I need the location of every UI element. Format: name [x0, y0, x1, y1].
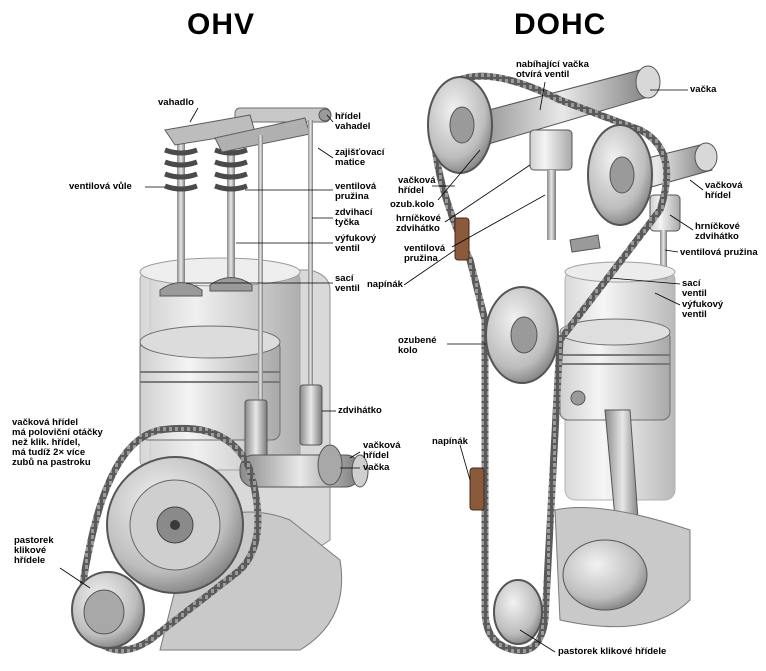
label-pastorek-dohc: pastorek klikové hřídele — [558, 646, 667, 657]
dohc-cam-gear-left — [427, 76, 493, 174]
dohc-piston — [559, 318, 671, 421]
dohc-tensioner-bottom — [469, 467, 485, 511]
label-saci-ventil-dohc: sací ventil — [682, 278, 707, 299]
dohc-tensioner-top — [454, 217, 470, 261]
ohv-engine — [71, 107, 369, 654]
dohc-intermediate-gear — [485, 286, 559, 384]
ohv-crank-sprocket — [71, 571, 145, 649]
label-ventilova-pruzina-right: ventilová pružina — [680, 247, 758, 258]
label-zajistovaci-matice: zajišťovací matice — [335, 147, 385, 168]
ohv-springs — [164, 147, 248, 192]
ohv-valves — [159, 140, 253, 297]
label-saci-ventil-ohv: sací ventil — [335, 273, 360, 294]
label-vyfukovy-ventil-ohv: výfukový ventil — [335, 233, 377, 254]
label-napinak-top: napínák — [367, 279, 403, 290]
dohc-valves — [529, 129, 681, 280]
label-hrnickove-zdvihatko-right: hrníčkové zdvihátko — [695, 221, 740, 242]
dohc-cam-gear-right — [587, 124, 653, 226]
label-vyfukovy-ventil-dohc: výfukový ventil — [682, 299, 724, 320]
title-ohv: OHV — [187, 8, 256, 41]
label-zdvihatko: zdvihátko — [338, 405, 382, 416]
label-vackova-hridel-right: vačková hřídel — [705, 180, 743, 201]
label-vacka-dohc: vačka — [690, 84, 717, 95]
label-ozub-kolo: ozub.kolo — [390, 199, 435, 210]
label-vackova-hridel-note: vačková hřídel má poloviční otáčky než k… — [12, 417, 103, 468]
dohc-crank-sprocket — [493, 579, 543, 645]
label-pastorek-ohv: pastorek klikové hřídele — [14, 535, 54, 566]
ohv-rocker-assembly — [164, 107, 332, 153]
label-ventilova-pruzina-left: ventilová pružina — [404, 243, 446, 264]
label-hrnickove-zdvihatko-left: hrníčkové zdvihátko — [396, 213, 441, 234]
label-ventilova-pruzina: ventilová pružina — [335, 181, 377, 202]
dohc-timing-chain — [430, 72, 671, 655]
label-zdvihaci-tycka: zdvihací tyčka — [335, 207, 373, 228]
label-vackova-hridel-ohv: vačková hřídel — [363, 440, 401, 461]
leader-lines — [59, 81, 704, 653]
dohc-engine — [427, 65, 718, 655]
label-vackova-hridel-left: vačková hřídel — [398, 175, 436, 196]
title-dohc: DOHC — [514, 8, 607, 41]
label-vahadlo: vahadlo — [158, 97, 194, 108]
label-hridel-vahadel: hřídel vahadel — [335, 111, 371, 132]
label-ozubene-kolo: ozubené kolo — [398, 335, 437, 356]
label-ventilova-vule: ventilová vůle — [69, 181, 132, 192]
label-vacka-ohv: vačka — [363, 462, 390, 473]
label-napinak-bottom: napínák — [432, 436, 468, 447]
label-nabihajici-vacka: nabíhající vačka otvírá ventil — [516, 59, 589, 80]
ohv-camshaft — [239, 444, 369, 488]
ohv-cam-gear — [106, 456, 244, 594]
